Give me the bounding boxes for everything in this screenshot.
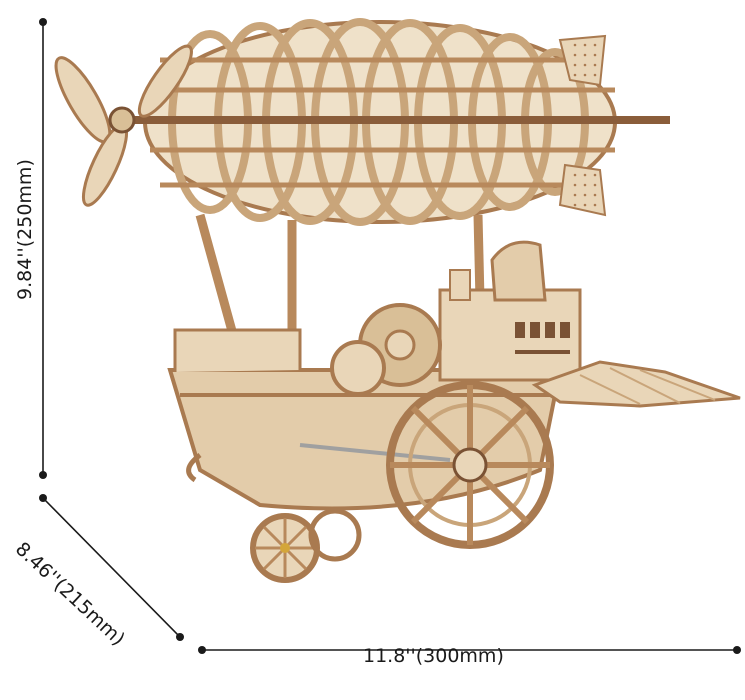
depth-dimension-line — [39, 494, 184, 641]
wing — [531, 360, 741, 408]
height-dimension-line — [39, 18, 47, 479]
propeller — [54, 44, 193, 207]
paddle-wheel — [386, 381, 554, 549]
balloon-envelope — [120, 18, 670, 226]
dimension-lines — [39, 18, 741, 654]
width-dimension-line — [198, 646, 741, 654]
gondola — [167, 240, 582, 511]
front-wheel — [250, 508, 362, 583]
height-dimension-label: 9.84''(250mm) — [14, 159, 36, 300]
tail-fin — [558, 34, 607, 217]
width-dimension-label: 11.8''(300mm) — [363, 645, 504, 667]
